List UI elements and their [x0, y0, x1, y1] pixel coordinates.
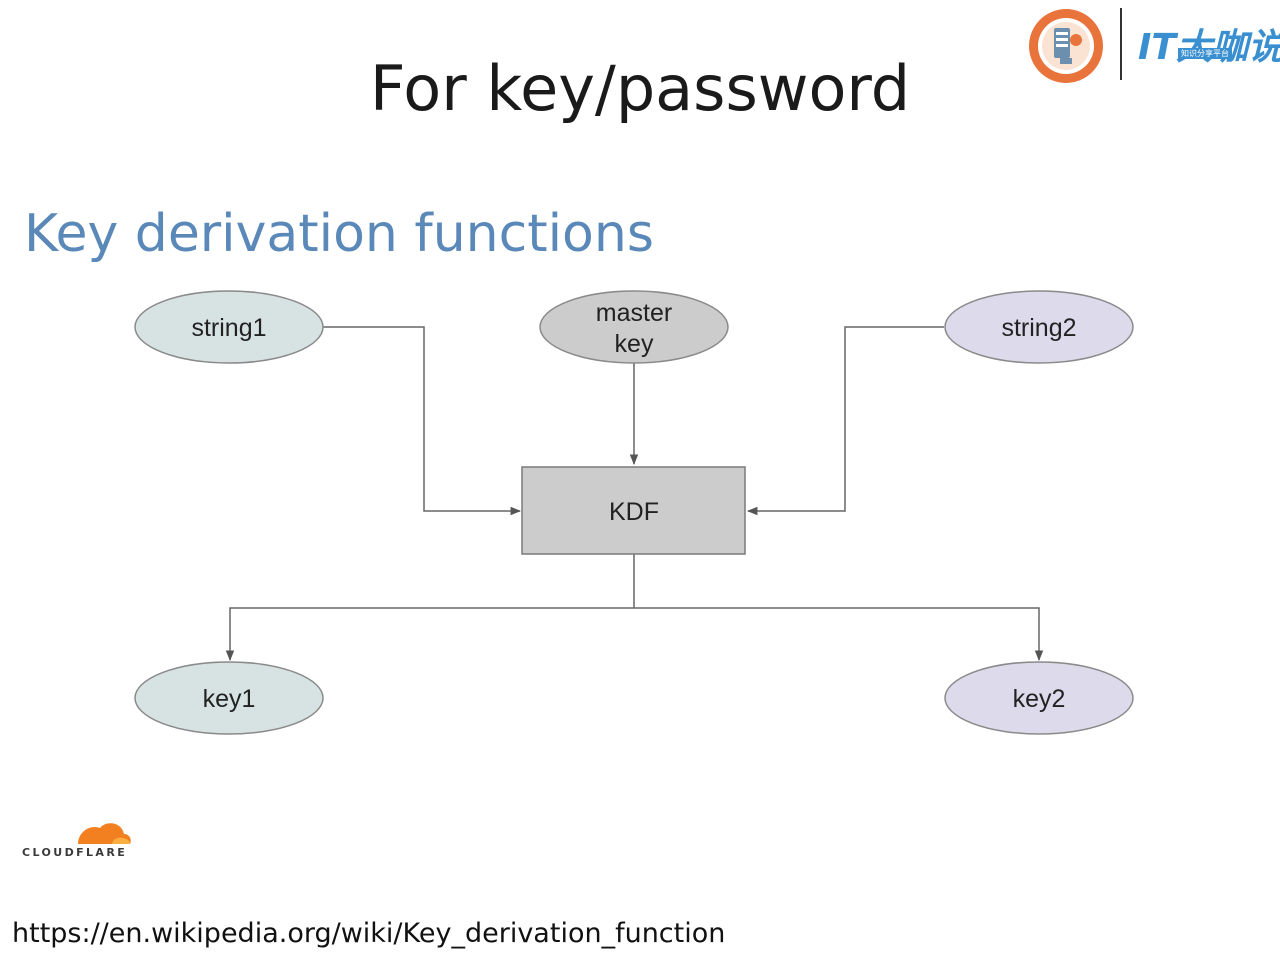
node-string1: string1 [134, 290, 324, 364]
node-key1: key1 [134, 661, 324, 735]
brand-divider [1120, 8, 1122, 80]
edge-string1-to-kdf [323, 326, 522, 516]
master-key-label-line1: master [596, 299, 672, 327]
node-master-key: master key [539, 290, 729, 364]
key2-label: key2 [1013, 685, 1066, 713]
node-kdf: KDF [521, 466, 746, 555]
key1-label: key1 [203, 685, 256, 713]
key1-shape [134, 661, 324, 735]
edge-kdf-to-key1 [225, 607, 634, 662]
kdf-label: KDF [609, 498, 659, 526]
string2-shape [944, 290, 1134, 364]
source-url: https://en.wikipedia.org/wiki/Key_deriva… [12, 918, 726, 949]
devops-meetup-badge-icon [1029, 9, 1103, 83]
node-key2: key2 [944, 661, 1134, 735]
cloudflare-cloud-icon [78, 823, 131, 844]
master-key-label-line2: key [615, 330, 654, 358]
it-daka-shuo-logo: IT大咖说 [1138, 18, 1280, 70]
edge-kdf-to-key2 [634, 607, 1044, 662]
string2-label: string2 [1001, 314, 1076, 342]
string1-shape [134, 290, 324, 364]
string1-label: string1 [191, 314, 266, 342]
master-key-shape [539, 290, 729, 364]
edge-string2-to-kdf [746, 326, 944, 516]
it-daka-shuo-tagline: 知识分享平台 [1178, 48, 1232, 59]
diagram-heading: Key derivation functions [24, 204, 654, 264]
slide-title: For key/password [369, 52, 911, 125]
cloudflare-wordmark: CLOUDFLARE [22, 846, 128, 859]
kdf-box [521, 466, 746, 555]
node-string2: string2 [944, 290, 1134, 364]
key2-shape [944, 661, 1134, 735]
